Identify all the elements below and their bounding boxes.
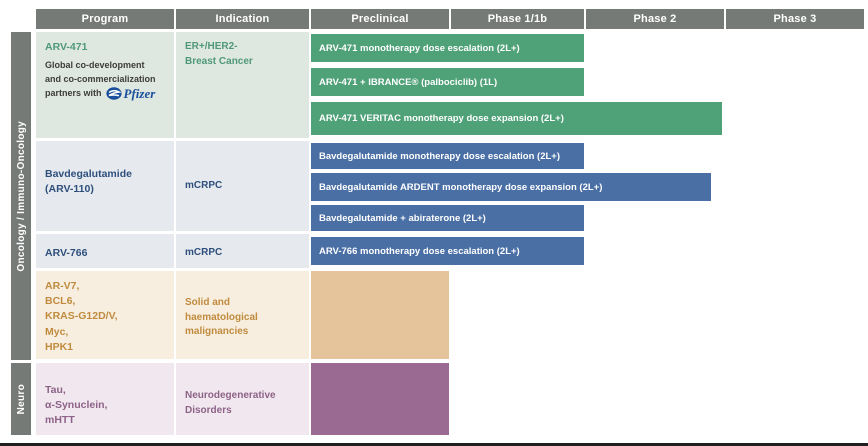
indication-breast-line1: ER+/HER2-: [185, 41, 238, 52]
preclin-onc-line4: Myc,: [45, 325, 69, 338]
program-name-arv471: ARV-471: [45, 41, 88, 53]
trial-bar-bavde-abiraterone: Bavdegalutamide + abiraterone (2L+): [310, 204, 585, 232]
indication-cell-breast-cancer: ER+/HER2- Breast Cancer: [175, 31, 310, 139]
program-cell-arv766: ARV-766: [35, 233, 175, 269]
indication-solid-line2: haematological: [185, 311, 258, 323]
program-cell-preclinical-oncology: AR-V7, BCL6, KRAS-G12D/V, Myc, HPK1: [35, 270, 175, 360]
trial-bar-arv471-ibrance: ARV-471 + IBRANCE® (palbociclib) (1L): [310, 67, 585, 97]
program-name-arv766: ARV-766: [45, 247, 88, 259]
program-name-bavde-line2: (ARV-110): [45, 183, 94, 196]
indication-cell-mcrpc-2: mCRPC: [175, 233, 310, 269]
column-header-program: Program: [35, 8, 175, 30]
arv471-note-line1: Global co-development: [45, 60, 145, 71]
program-cell-arv471: ARV-471 Global co-development and co-com…: [35, 31, 175, 139]
pfizer-swoosh-icon: [105, 87, 122, 101]
column-header-phase3: Phase 3: [725, 8, 865, 30]
arv471-note-line3: partners with: [45, 88, 102, 99]
column-header-phase2: Phase 2: [585, 8, 725, 30]
program-cell-bavdegalutamide: Bavdegalutamide (ARV-110): [35, 140, 175, 232]
indication-solid-line1: Solid and: [185, 297, 230, 308]
preclin-onc-line1: AR-V7,: [45, 280, 80, 292]
indication-mcrpc-1: mCRPC: [185, 180, 223, 191]
rail-label-neuro: Neuro: [15, 383, 27, 415]
trial-bar-bavde-mono-escalation: Bavdegalutamide monotherapy dose escalat…: [310, 142, 585, 170]
indication-breast-line2: Breast Cancer: [185, 55, 253, 67]
column-header-preclinical: Preclinical: [310, 8, 450, 30]
preclinical-block-neuro: [310, 362, 450, 436]
trial-bar-arv471-mono-escalation: ARV-471 monotherapy dose escalation (2L+…: [310, 33, 585, 63]
rail-label-oncology: Oncology / Immuno-Oncology: [15, 120, 27, 272]
indication-cell-neurodegenerative: Neurodegenerative Disorders: [175, 362, 310, 436]
trial-bar-bavde-ardent-expansion: Bavdegalutamide ARDENT monotherapy dose …: [310, 172, 712, 202]
neuro-line3: mHTT: [45, 414, 75, 427]
neuro-line1: Tau,: [45, 384, 66, 396]
therapeutic-area-oncology: Oncology / Immuno-Oncology: [10, 31, 32, 361]
preclin-onc-line3: KRAS-G12D/V,: [45, 310, 118, 323]
column-header-indication: Indication: [175, 8, 310, 30]
indication-cell-mcrpc-1: mCRPC: [175, 140, 310, 232]
arv471-note-line2: and co-commercialization: [45, 73, 156, 84]
pfizer-wordmark: Pfizer: [123, 86, 156, 102]
indication-solid-line3: malignancies: [185, 326, 249, 337]
program-name-bavde-line1: Bavdegalutamide: [45, 168, 132, 180]
program-cell-neuro: Tau, α-Synuclein, mHTT: [35, 362, 175, 436]
trial-bar-arv766-mono-escalation: ARV-766 monotherapy dose escalation (2L+…: [310, 236, 585, 266]
preclin-onc-line5: HPK1: [45, 340, 74, 353]
indication-mcrpc-2: mCRPC: [185, 247, 223, 258]
therapeutic-area-neuro: Neuro: [10, 362, 32, 436]
neuro-line2: α-Synuclein,: [45, 399, 108, 412]
preclinical-block-oncology: [310, 270, 450, 360]
column-header-phase1: Phase 1/1b: [450, 8, 585, 30]
pfizer-logo: Pfizer: [105, 86, 156, 102]
preclin-onc-line2: BCL6,: [45, 295, 76, 308]
indication-neuro-line2: Disorders: [185, 404, 232, 416]
indication-neuro-line1: Neurodegenerative: [185, 390, 276, 401]
indication-cell-solid-haem: Solid and haematological malignancies: [175, 270, 310, 360]
trial-bar-arv471-veritac-expansion: ARV-471 VERITAC monotherapy dose expansi…: [310, 101, 723, 136]
